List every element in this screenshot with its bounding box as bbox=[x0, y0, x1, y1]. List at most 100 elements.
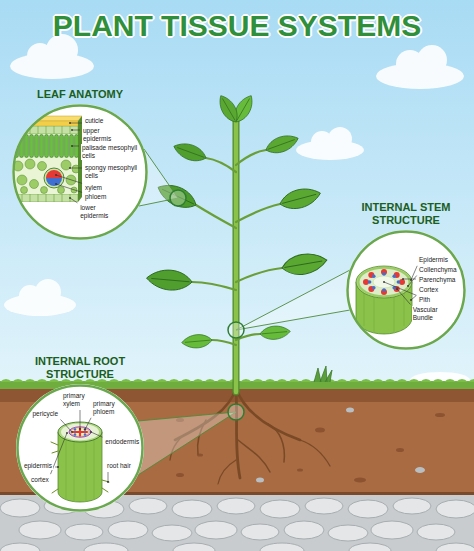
clouds bbox=[417, 45, 447, 75]
leaf-cross-section bbox=[12, 121, 78, 126]
leader-dot bbox=[69, 122, 71, 124]
leaf-cross-section bbox=[58, 187, 65, 194]
bedrock bbox=[195, 521, 237, 539]
plant-leaves bbox=[171, 139, 208, 165]
ground bbox=[415, 467, 425, 473]
leaf-cross-section bbox=[12, 104, 148, 240]
stem-cross-section bbox=[356, 266, 412, 298]
leaf-cross-section bbox=[17, 175, 27, 185]
clouds bbox=[35, 279, 61, 305]
stem-cross-section bbox=[382, 288, 386, 292]
bedrock bbox=[65, 524, 103, 540]
root-cross-section bbox=[74, 428, 87, 436]
plant-leaves bbox=[259, 325, 290, 341]
bedrock bbox=[0, 499, 40, 517]
stem-cross-section bbox=[397, 280, 401, 284]
leaf-cross-section bbox=[38, 162, 47, 171]
circle-outline bbox=[18, 386, 143, 511]
root-cross-section bbox=[52, 489, 58, 493]
part-label: cortex bbox=[30, 476, 50, 484]
leaf-cross-section bbox=[46, 178, 62, 186]
part-label: Cortex bbox=[418, 286, 439, 294]
bedrock bbox=[328, 525, 368, 541]
stem-cross-section bbox=[372, 275, 376, 279]
stem-cross-section bbox=[372, 286, 376, 290]
root-cross-section bbox=[51, 422, 109, 502]
callout-cones bbox=[236, 270, 350, 330]
leader-dot bbox=[107, 481, 109, 483]
roots bbox=[238, 440, 270, 472]
ground bbox=[315, 428, 325, 433]
ground bbox=[396, 448, 404, 452]
part-label: lower epidermis bbox=[79, 204, 125, 220]
roots bbox=[300, 440, 330, 466]
plant-stem bbox=[212, 340, 236, 345]
sky bbox=[0, 0, 474, 392]
ground bbox=[297, 469, 303, 472]
leader-line bbox=[108, 472, 109, 482]
bedrock bbox=[348, 500, 388, 518]
plant-stem bbox=[206, 158, 236, 172]
root-cross-section bbox=[102, 488, 108, 492]
plant-stem bbox=[236, 150, 266, 165]
leader-dot bbox=[410, 279, 412, 281]
clouds bbox=[328, 127, 352, 151]
callout-markers bbox=[170, 190, 186, 206]
stem-cross-section bbox=[382, 272, 386, 276]
leaf-cross-section bbox=[12, 194, 78, 202]
roots bbox=[236, 388, 300, 440]
plant-leaves bbox=[181, 333, 212, 349]
root-cross-section bbox=[66, 440, 94, 502]
roots bbox=[218, 460, 236, 484]
stem-cross-section bbox=[373, 276, 395, 288]
diagram-title: PLANT TISSUE SYSTEMS bbox=[53, 8, 421, 44]
part-label: root hair bbox=[106, 462, 132, 470]
root-cross-section bbox=[16, 384, 144, 512]
bedrock bbox=[436, 543, 474, 551]
leader-line bbox=[397, 289, 410, 304]
ground bbox=[314, 366, 332, 382]
root-cross-section bbox=[71, 428, 89, 436]
plant-leaves bbox=[146, 268, 193, 292]
bedrock bbox=[305, 498, 343, 514]
stem-cross-section bbox=[381, 289, 387, 295]
stem-cross-section bbox=[392, 275, 396, 279]
plant-leaves bbox=[215, 92, 242, 125]
part-label: xylem bbox=[84, 184, 103, 192]
leader-line bbox=[70, 198, 77, 203]
root-cross-section bbox=[69, 427, 91, 437]
part-label: Collenchyma bbox=[418, 266, 458, 274]
bedrock bbox=[436, 500, 474, 518]
bedrock bbox=[217, 498, 255, 514]
leader-dot bbox=[383, 281, 385, 283]
root-cross-section bbox=[51, 442, 109, 493]
leaf-cross-section bbox=[21, 187, 28, 194]
leader-line bbox=[91, 432, 102, 437]
ground bbox=[346, 408, 354, 413]
callout-cones bbox=[138, 412, 236, 475]
root-cross-section bbox=[58, 432, 102, 502]
leader-dot bbox=[69, 167, 71, 169]
plant-stem bbox=[196, 205, 236, 228]
leader-line bbox=[85, 418, 91, 430]
leaf-cross-section bbox=[41, 187, 48, 194]
leaf-cross-section bbox=[14, 116, 82, 121]
leader-dot bbox=[402, 278, 404, 280]
plant-stem bbox=[233, 120, 240, 392]
leaf-cross-section bbox=[12, 126, 78, 134]
ground bbox=[354, 478, 366, 483]
callout-cones bbox=[138, 149, 350, 475]
circle-outline bbox=[346, 230, 466, 350]
plant-stem bbox=[192, 282, 236, 290]
circle-outline bbox=[348, 232, 465, 349]
plant-stem bbox=[234, 120, 239, 392]
bedrock bbox=[172, 500, 212, 518]
leader-dot bbox=[90, 431, 92, 433]
ground bbox=[435, 413, 445, 417]
part-label: Pith bbox=[418, 296, 431, 304]
root-cross-section bbox=[51, 422, 109, 502]
leader-line bbox=[55, 467, 58, 468]
